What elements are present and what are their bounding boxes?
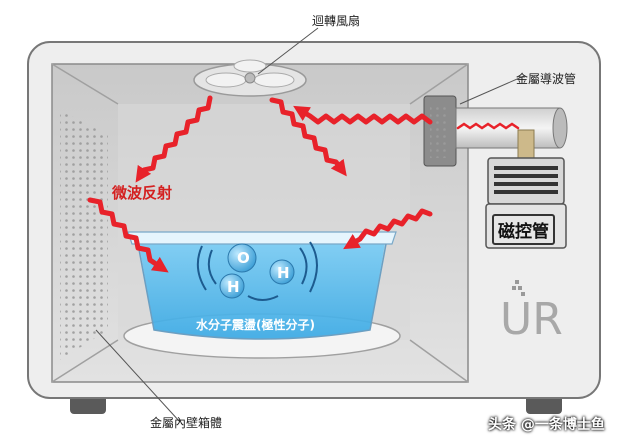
atom-hydrogen-2: H <box>277 264 290 282</box>
label-magnetron: 磁控管 <box>492 214 555 245</box>
logo-text: UR <box>500 294 563 345</box>
microwave-waves <box>87 95 433 273</box>
fan-leader <box>257 27 319 75</box>
label-waveguide: 金屬導波管 <box>516 72 577 86</box>
wall-leader <box>95 329 181 423</box>
wave-right-down <box>343 208 433 250</box>
wave-inside-pipe <box>456 122 520 130</box>
label-fan: 迴轉風扇 <box>312 14 361 28</box>
perforated-wall <box>60 110 108 360</box>
atom-hydrogen-1: H <box>227 278 240 296</box>
vibration-arcs <box>196 241 318 301</box>
ur-logo <box>512 280 525 296</box>
wave-from-port <box>293 105 433 125</box>
wave-upper-right <box>269 97 347 177</box>
atom-oxygen: O <box>237 249 250 267</box>
wave-upper-left <box>135 95 213 183</box>
water-container <box>127 231 397 340</box>
water-molecule <box>219 243 295 299</box>
label-microwave-reflection: 微波反射 <box>112 184 173 202</box>
label-metal-wall: 金屬內壁箱體 <box>150 416 223 430</box>
watermark: 头条 @一条博士鱼 <box>488 417 605 433</box>
waveguide-leader <box>459 75 525 105</box>
wave-left-down <box>87 197 169 273</box>
label-water-molecule: 水分子震盪(極性分子) <box>196 318 315 332</box>
fan <box>193 59 307 97</box>
